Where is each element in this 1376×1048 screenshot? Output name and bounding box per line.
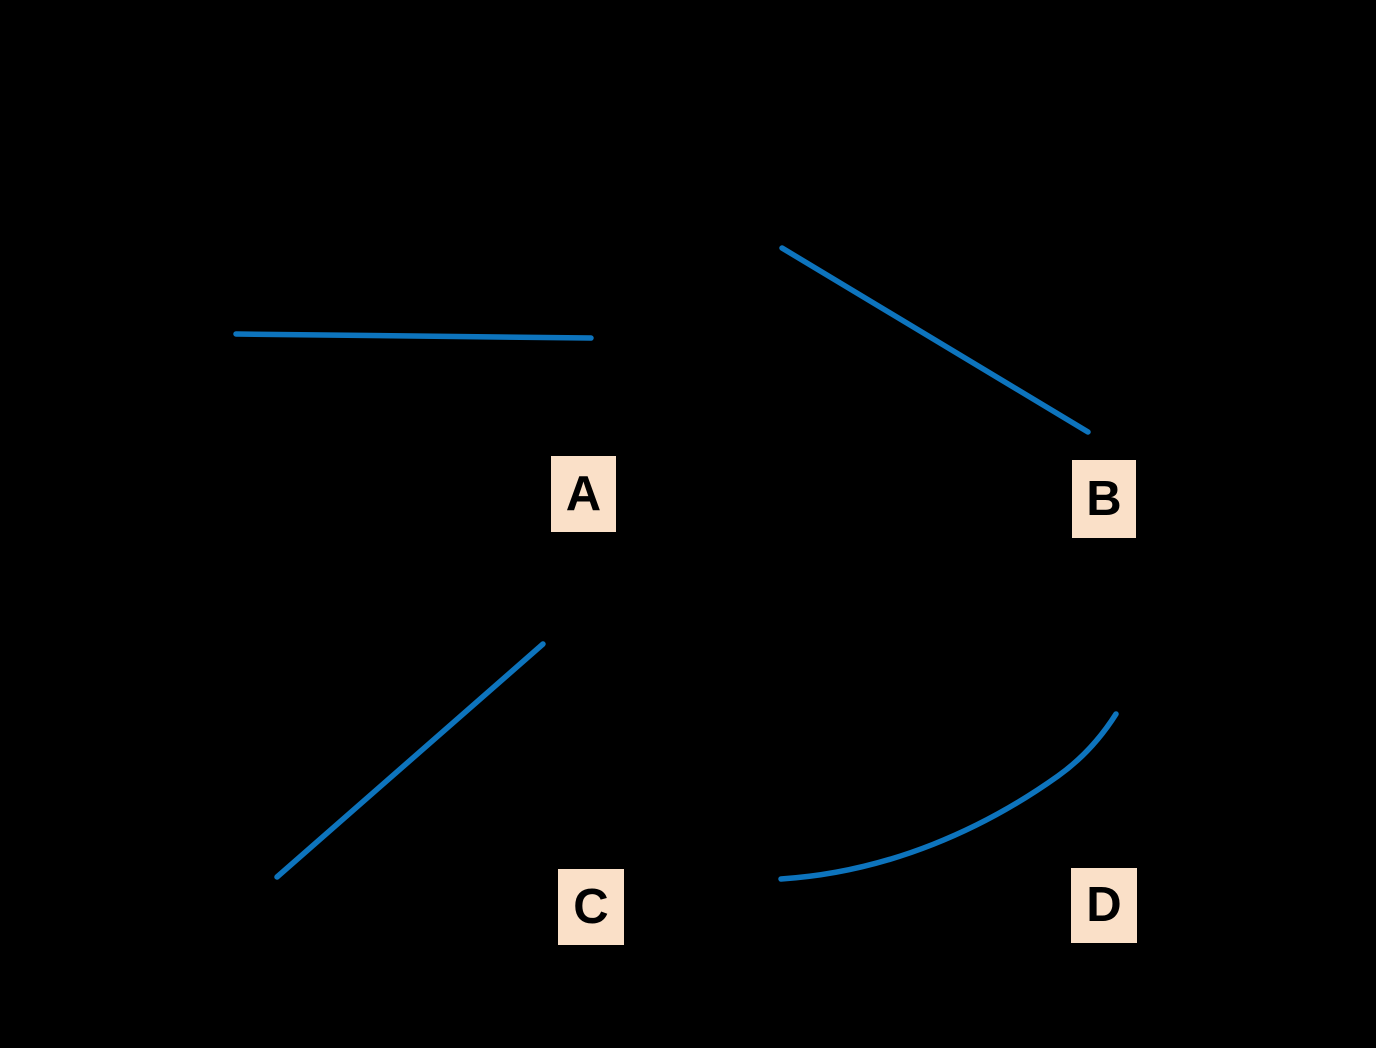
curve-c xyxy=(274,641,546,880)
panel-label-c: C xyxy=(558,869,624,945)
panel-label-b: B xyxy=(1072,460,1136,538)
panel-label-d-text: D xyxy=(1086,878,1122,932)
panel-label-a-text: A xyxy=(565,466,602,521)
curve-a xyxy=(233,331,594,341)
panel-label-a: A xyxy=(551,456,616,532)
curve-b xyxy=(779,245,1091,435)
curve-d xyxy=(778,711,1119,882)
panel-label-d: D xyxy=(1071,868,1137,943)
panel-label-b-text: B xyxy=(1086,471,1122,526)
panel-label-c-text: C xyxy=(573,879,609,934)
